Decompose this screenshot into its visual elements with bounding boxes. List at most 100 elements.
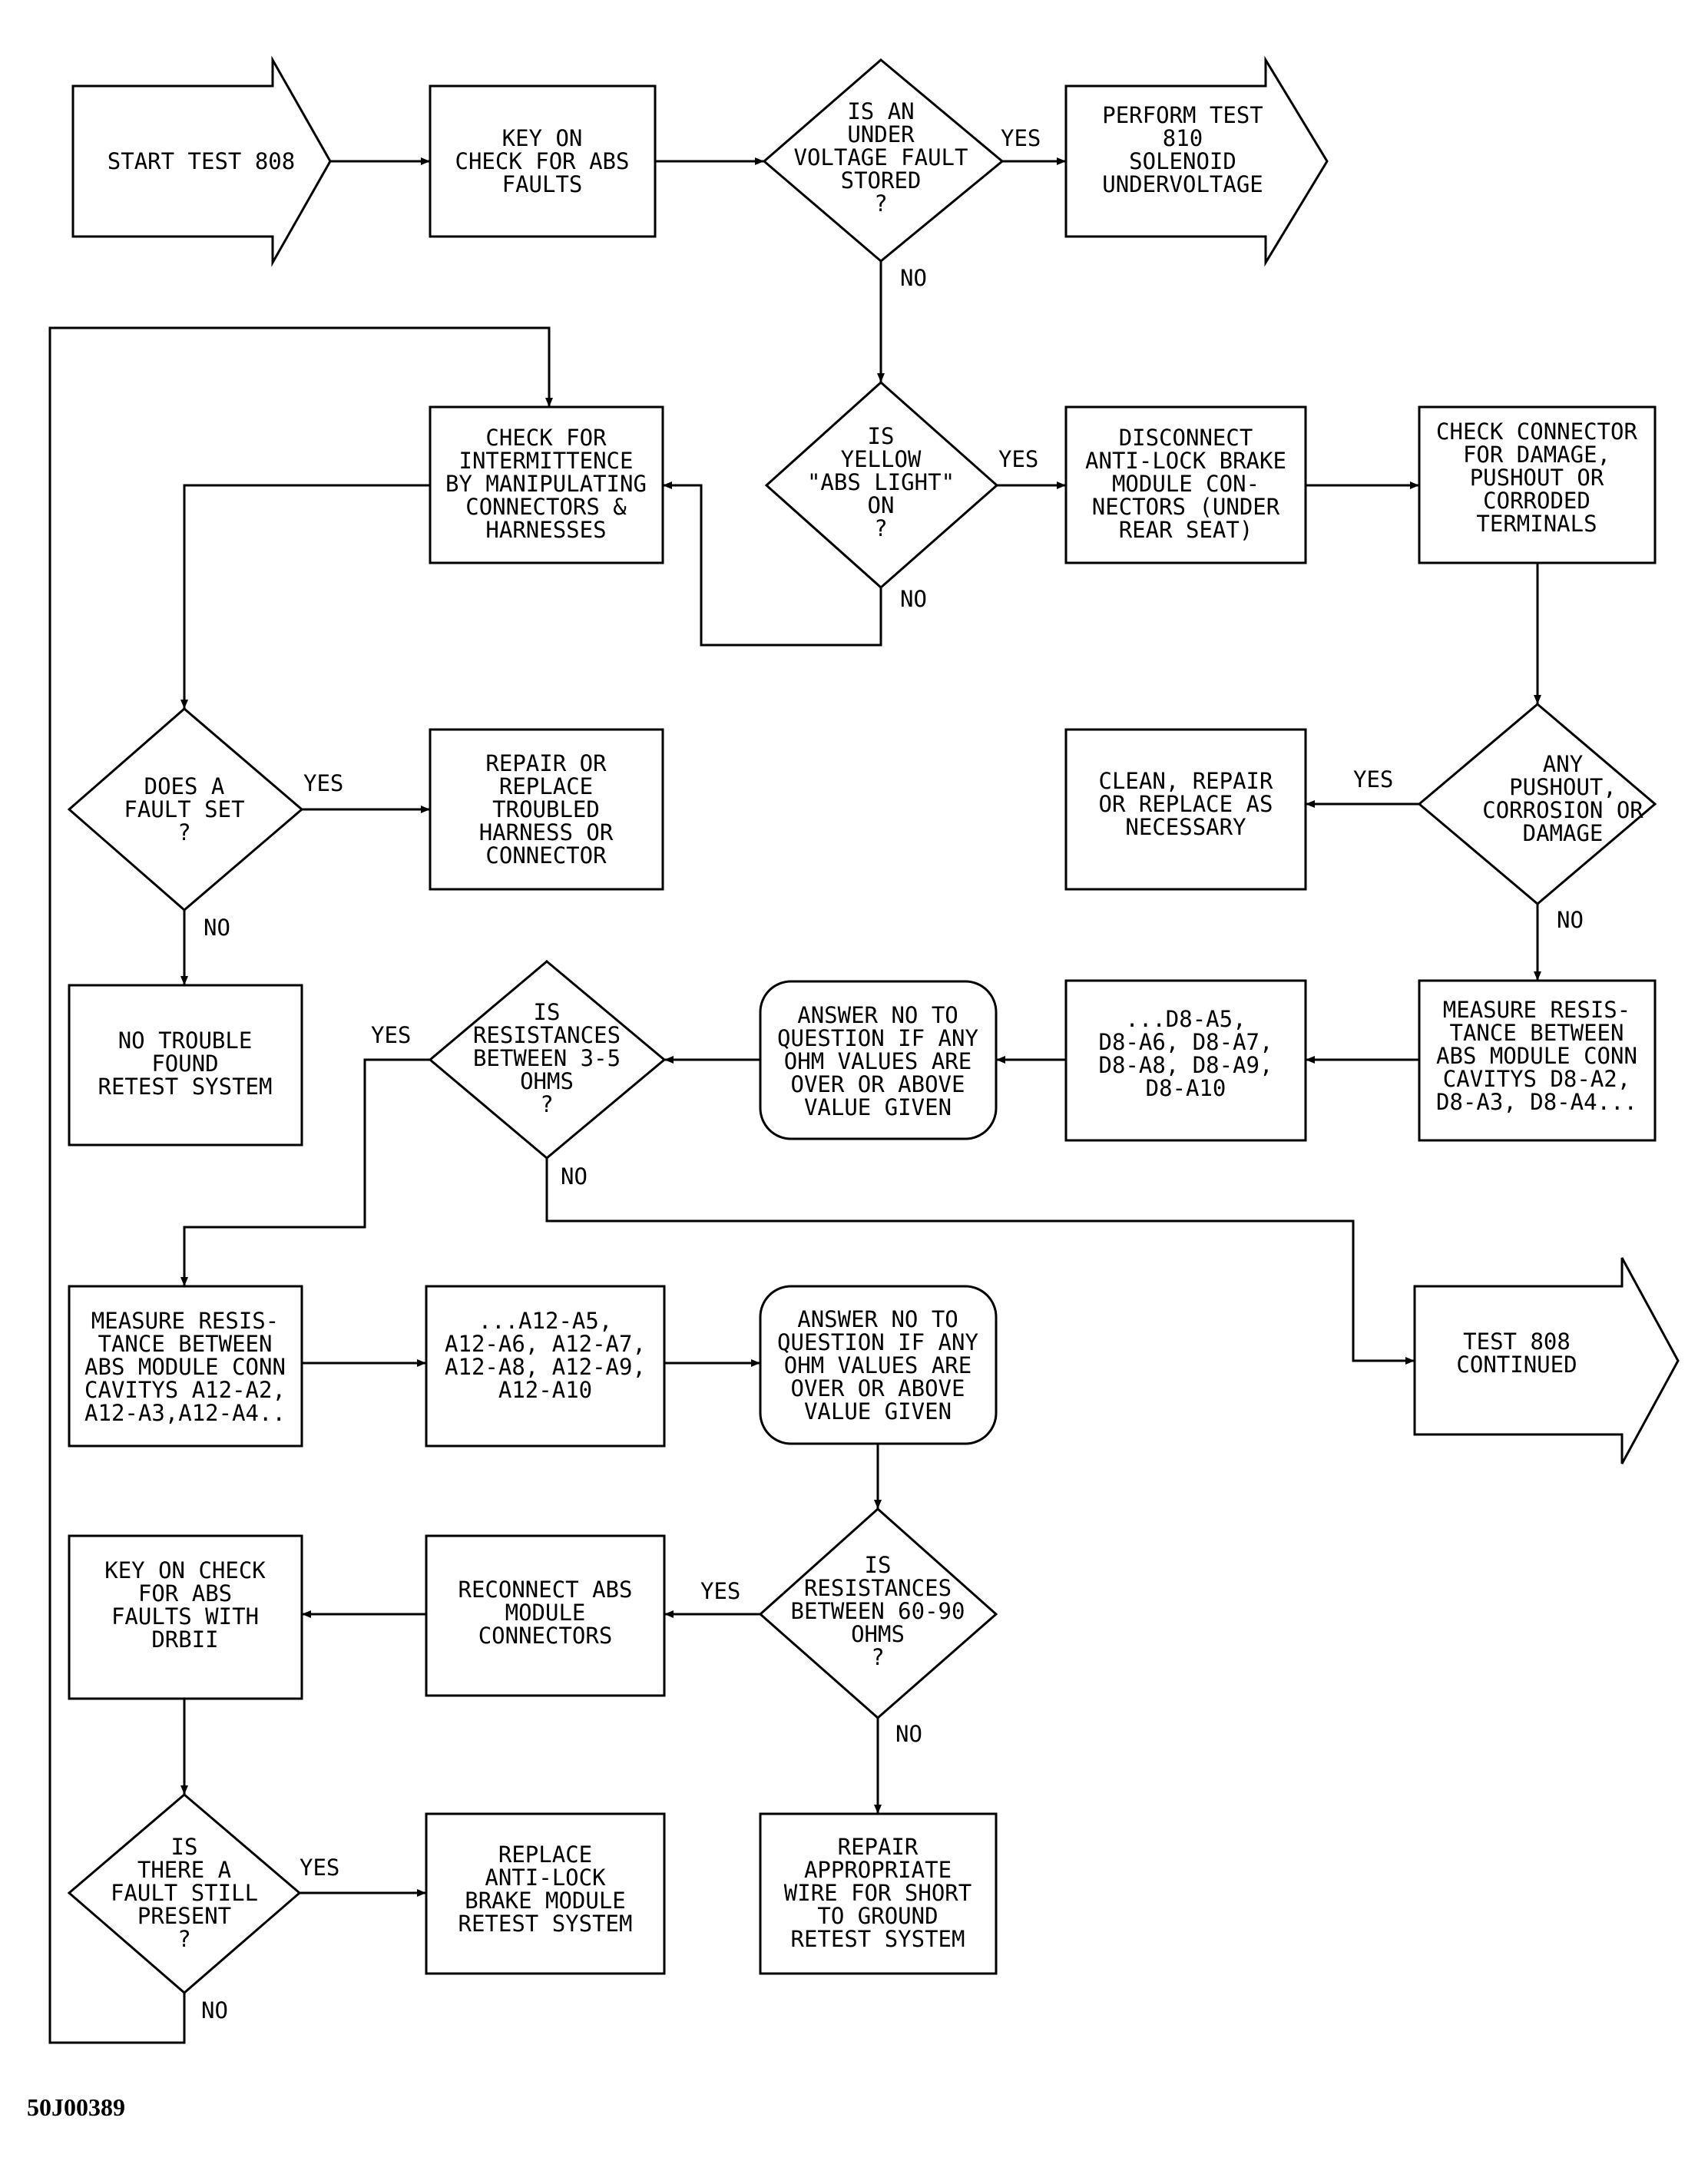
node-line: CAVITYS D8-A2, xyxy=(1443,1066,1630,1092)
node-line: CONNECTOR xyxy=(485,842,607,869)
node-line: WIRE FOR SHORT xyxy=(784,1880,972,1906)
node-line: ? xyxy=(177,819,190,845)
node-line: MEASURE RESIS- xyxy=(91,1308,279,1334)
pushout-decision xyxy=(1417,703,1657,905)
node-line: BRAKE MODULE xyxy=(465,1888,626,1914)
pushout-no-label: NO xyxy=(1557,907,1584,933)
res35-no-label: NO xyxy=(561,1163,588,1190)
node-line: RECONNECT ABS xyxy=(458,1577,633,1603)
check-intermittence-box xyxy=(429,405,664,564)
node-line: UNDERVOLTAGE xyxy=(1102,171,1263,197)
node-line: PUSHOUT, xyxy=(1509,774,1617,800)
node-line: NECTORS (UNDER xyxy=(1092,494,1280,520)
node-line: IS xyxy=(534,999,561,1025)
res35-yes-label: YES xyxy=(371,1022,411,1048)
check-connector-box xyxy=(1418,405,1657,564)
node-line: D8-A8, D8-A9, xyxy=(1099,1052,1273,1078)
node-line: RESISTANCES xyxy=(804,1575,952,1601)
no-trouble-box xyxy=(68,984,303,1147)
node-line: YELLOW xyxy=(841,446,922,472)
node-line: CHECK CONNECTOR xyxy=(1436,419,1637,445)
node-line: ANSWER NO TO xyxy=(797,1002,958,1028)
node-line: DOES A xyxy=(144,773,225,799)
still-no-label: NO xyxy=(201,1997,228,2023)
node-line: UNDER xyxy=(847,121,915,147)
a12-cont-box xyxy=(425,1285,666,1448)
edge-yellow-no xyxy=(663,481,882,647)
node-line: FAULTS xyxy=(502,171,583,197)
undervoltage-no-label: NO xyxy=(900,265,927,291)
node-line: PUSHOUT OR xyxy=(1470,465,1604,491)
node-line: APPROPRIATE xyxy=(804,1857,952,1883)
figure-id: 50J00389 xyxy=(27,2093,125,2121)
node-line: DRBII xyxy=(151,1626,218,1653)
node-line: FAULT STILL xyxy=(111,1880,258,1906)
node-line: CONNECTORS & xyxy=(465,494,627,520)
measure-a12-box xyxy=(68,1285,303,1448)
resistance-3-5-decision xyxy=(428,960,667,1160)
node-line: TROUBLED xyxy=(492,796,600,822)
node-line: OHMS xyxy=(520,1068,574,1094)
node-line: NECESSARY xyxy=(1125,814,1246,840)
node-line: FOUND xyxy=(151,1051,218,1077)
node-line: REPLACE xyxy=(499,773,593,799)
node-line: CORRODED xyxy=(1483,488,1590,514)
perform-test-810-shape xyxy=(1064,55,1329,267)
node-line: NO TROUBLE xyxy=(118,1027,253,1054)
node-line: RETEST SYSTEM xyxy=(98,1074,273,1100)
node-line: RESISTANCES xyxy=(473,1022,621,1048)
node-line: IS AN xyxy=(847,98,914,124)
node-line: CHECK FOR xyxy=(485,425,607,451)
node-line: 810 xyxy=(1163,125,1203,151)
node-line: OR REPLACE AS xyxy=(1099,791,1273,817)
node-line: A12-A6, A12-A7, xyxy=(445,1331,646,1357)
reconnect-box xyxy=(425,1534,666,1697)
node-line: MODULE CON- xyxy=(1112,471,1259,497)
node-line: ANTI-LOCK xyxy=(485,1865,606,1891)
node-line: ABS MODULE CONN xyxy=(1436,1043,1637,1069)
edge-res35-yes xyxy=(180,1058,430,1286)
undervoltage-yes-label: YES xyxy=(1001,125,1041,151)
start-test-808-shape xyxy=(71,55,332,267)
node-line: CAVITYS A12-A2, xyxy=(84,1377,286,1403)
res6090-no-label: NO xyxy=(895,1721,922,1747)
node-line: REAR SEAT) xyxy=(1119,517,1253,543)
node-line: ? xyxy=(540,1091,553,1117)
node-line: A12-A8, A12-A9, xyxy=(445,1354,646,1380)
key-on-drb-box xyxy=(68,1534,303,1700)
node-line: VOLTAGE FAULT xyxy=(794,144,968,170)
node-line: DISCONNECT xyxy=(1119,425,1253,451)
still-yes-label: YES xyxy=(300,1855,339,1881)
node-line: TANCE BETWEEN xyxy=(98,1331,273,1357)
node-line: REPLACE xyxy=(498,1841,592,1868)
clean-repair-box xyxy=(1064,728,1307,891)
node-line: ? xyxy=(177,1926,190,1952)
node-line: RETEST SYSTEM xyxy=(458,1911,633,1937)
node-line: TANCE BETWEEN xyxy=(1450,1020,1624,1046)
node-line: HARNESS OR xyxy=(479,819,614,845)
node-line: START TEST 808 xyxy=(108,148,295,174)
yellow-no-label: NO xyxy=(900,586,927,612)
node-line: KEY ON xyxy=(502,125,583,151)
node-line: REPAIR OR xyxy=(485,750,607,776)
node-line: MEASURE RESIS- xyxy=(1443,997,1630,1023)
node-line: PERFORM TEST xyxy=(1102,102,1263,128)
yellow-yes-label: YES xyxy=(998,446,1038,472)
node-line: A12-A10 xyxy=(498,1377,592,1403)
node-line: ANY xyxy=(1543,751,1583,777)
